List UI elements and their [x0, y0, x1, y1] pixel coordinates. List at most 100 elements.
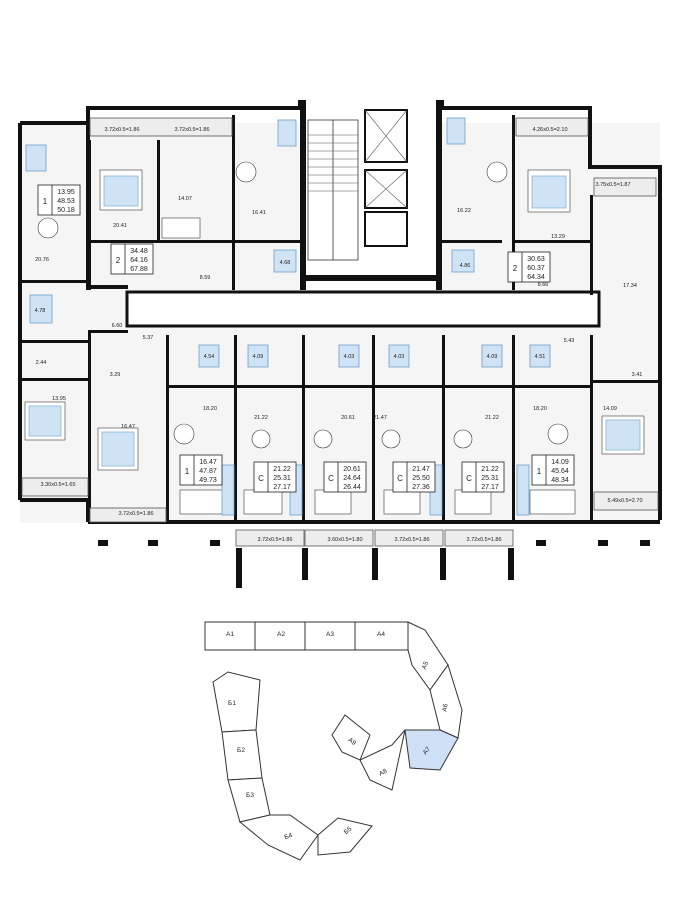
apartment-total-area: 47.87 [199, 468, 217, 475]
apartment-total-area: 48.53 [57, 198, 75, 205]
room-area-r7: 20.76 [35, 257, 49, 263]
apartment-key-a5: С 21.22 25.31 27.17 [253, 461, 297, 493]
apartment-living-area: 20.61 [343, 466, 361, 473]
room-area-labels: 20.7620.4114.0716.414.688.5920.764.786.6… [35, 196, 643, 430]
key-plan-section-label: Б3 [246, 792, 254, 799]
key-plan-section-label: Б5 [343, 825, 354, 836]
wall [300, 275, 442, 281]
balcony-labels: 3.72x0.5=1.86 3.72x0.5=1.86 4.26x0.5=2.10 3… [40, 127, 642, 543]
room-area-r23: 4.09 [487, 354, 498, 360]
apartment-living-area: 30.63 [527, 256, 545, 263]
apartment-area-with-balcony: 49.73 [199, 477, 217, 484]
balcony-area-b11: 5.49x0.5=2.70 [607, 498, 642, 504]
apartment-key-a7: С 21.47 25.50 27.36 [392, 461, 436, 493]
key-plan-section-label: Б2 [237, 747, 245, 754]
room-area-r11: 2.44 [36, 360, 47, 366]
apartment-room-count: С [258, 474, 264, 483]
apartment-living-area: 13.95 [57, 189, 75, 196]
key-plan [204, 621, 463, 861]
room-area-r12: 13.95 [52, 396, 66, 402]
room-area-r3: 14.07 [178, 196, 192, 202]
room-area-r19: 4.03 [344, 354, 355, 360]
apartment-area-with-balcony: 26.44 [343, 484, 361, 491]
balcony-area-b6: 3.72x0.5=1.86 [118, 511, 153, 517]
apartment-room-count: С [397, 474, 403, 483]
key-plan-section-highlight [404, 729, 459, 771]
apartment-room-count: 2 [513, 264, 518, 273]
room-area-r27: 16.22 [457, 208, 471, 214]
room-area-r29: 13.29 [551, 234, 565, 240]
apartment-total-area: 24.64 [343, 475, 361, 482]
room-area-r6: 8.59 [200, 275, 211, 281]
key-plan-section-label: А1 [226, 631, 234, 638]
room-area-r13: 3.29 [110, 372, 121, 378]
dining-tables [37, 161, 569, 449]
room-area-r34: 14.09 [603, 406, 617, 412]
room-area-r17: 18.20 [203, 406, 217, 412]
balcony-slabs [21, 117, 659, 547]
apartment-total-area: 60.37 [527, 265, 545, 272]
key-plan-section-label: А6 [441, 703, 449, 712]
apartment-total-area: 25.31 [481, 475, 499, 482]
apartment-total-area: 25.31 [273, 475, 291, 482]
apartment-room-count: С [328, 474, 334, 483]
elevator-shafts [364, 109, 408, 247]
apartment-total-area: 64.16 [130, 257, 148, 264]
wall [436, 100, 442, 290]
apartment-living-area: 21.22 [273, 466, 291, 473]
apartment-total-area: 25.50 [412, 475, 430, 482]
apartment-area-with-balcony: 27.36 [412, 484, 430, 491]
balcony-area-b7: 3.72x0.5=1.86 [257, 537, 292, 543]
apartment-room-count: 1 [185, 467, 190, 476]
balcony-area-b1: 3.72x0.5=1.86 [104, 127, 139, 133]
corridor [125, 290, 601, 328]
apartment-key-box [179, 454, 223, 486]
apartment-key-box [461, 461, 505, 493]
key-plan-section-label: А5 [421, 660, 430, 670]
room-area-r22: 21.47 [373, 415, 387, 421]
balcony-area-b4: 3.75x0.5=1.87 [595, 182, 630, 188]
balcony-area-b2: 3.72x0.5=1.86 [174, 127, 209, 133]
apartment-living-area: 21.47 [412, 466, 430, 473]
apartment-room-count: 2 [116, 256, 121, 265]
room-area-r10: 5.37 [143, 335, 154, 341]
room-area-r33: 3.41 [632, 372, 643, 378]
room-area-r30: 8.66 [538, 282, 549, 288]
partition-walls [20, 115, 660, 522]
room-area-r16: 4.09 [253, 354, 264, 360]
staircase [307, 119, 359, 261]
apartment-area-with-balcony: 64.34 [527, 274, 545, 281]
apartment-area-with-balcony: 50.18 [57, 207, 75, 214]
beds [24, 169, 645, 516]
apartment-room-count: 1 [537, 467, 542, 476]
room-area-r4: 16.41 [252, 210, 266, 216]
apartment-key-a6: С 20.61 24.64 26.44 [323, 461, 367, 493]
apartment-area-with-balcony: 27.17 [481, 484, 499, 491]
balcony-area-b3: 4.26x0.5=2.10 [532, 127, 567, 133]
key-plan-section-label: А3 [326, 631, 334, 638]
bath-fixtures [25, 117, 551, 368]
apartment-living-area: 16.47 [199, 459, 217, 466]
apartment-key-box [37, 184, 81, 216]
apartment-area-with-balcony: 67.88 [130, 266, 148, 273]
apartment-key-box [110, 243, 154, 275]
room-area-r31: 17.34 [623, 283, 637, 289]
room-area-r26: 18.20 [533, 406, 547, 412]
room-area-r20: 4.03 [394, 354, 405, 360]
apartment-area-with-balcony: 48.34 [551, 477, 569, 484]
key-plan-section-label: Б4 [284, 832, 294, 841]
key-plan-section-label: А9 [347, 737, 358, 748]
room-area-r9: 6.60 [112, 323, 123, 329]
room-area-r14: 16.47 [121, 424, 135, 430]
room-area-r5: 4.68 [280, 260, 291, 266]
key-plan-outline [204, 621, 463, 861]
apartment-area-with-balcony: 27.17 [273, 484, 291, 491]
room-area-r18: 21.22 [254, 415, 268, 421]
room-area-r24: 4.51 [535, 354, 546, 360]
